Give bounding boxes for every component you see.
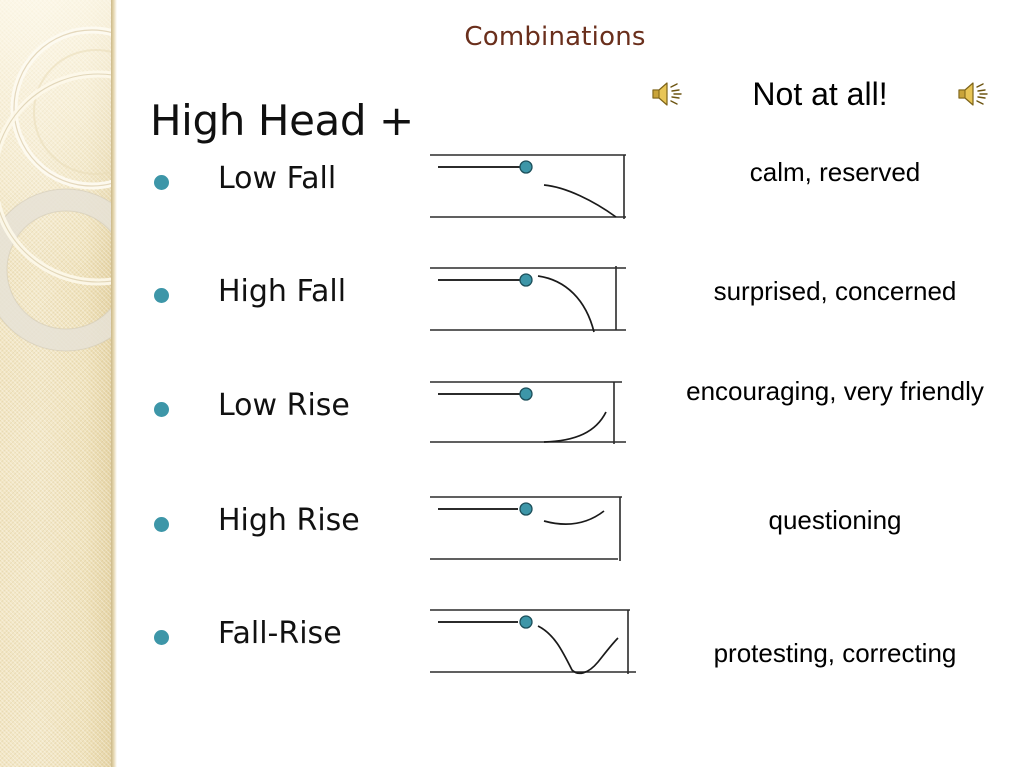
list-item-description: encouraging, very friendly: [686, 376, 984, 406]
bullet-dot: [154, 175, 169, 190]
page-title: Combinations: [464, 22, 646, 52]
list-item: High Fall surprised, concerned: [130, 248, 1020, 348]
list-item-label: Low Rise: [218, 388, 350, 423]
fall-rise-tonogram: [430, 609, 636, 675]
not-at-all-banner: Not at all!: [650, 68, 990, 120]
sidebar-edge-line: [111, 0, 117, 767]
list-item-description: protesting, correcting: [713, 638, 957, 668]
low-fall-tonogram: [430, 154, 626, 219]
bullet-dot: [154, 402, 169, 417]
list-item-description: calm, reserved: [749, 157, 921, 187]
banner-text: Not at all!: [752, 75, 888, 112]
list-item-label: High Rise: [218, 503, 360, 538]
low-rise-tonogram: [430, 381, 626, 444]
bullet-dot: [154, 630, 169, 645]
list-item: High Rise questioning: [130, 477, 1020, 577]
high-rise-tonogram: [430, 496, 622, 561]
list-item-label: Low Fall: [218, 161, 337, 196]
speaker-icon[interactable]: [650, 79, 684, 109]
high-fall-tonogram: [430, 266, 626, 333]
list-item: Low Rise encouraging, very friendly: [130, 362, 1020, 462]
bullet-dot: [154, 288, 169, 303]
speaker-icon[interactable]: [956, 79, 990, 109]
list-item-description: surprised, concerned: [713, 276, 957, 306]
bullet-dot: [154, 517, 169, 532]
list-item-label: Fall-Rise: [218, 616, 342, 651]
list-item-label: High Fall: [218, 274, 347, 309]
decorative-sidebar: [0, 0, 118, 767]
heading-high-head: High Head +: [150, 96, 414, 145]
list-item: Fall-Rise protesting, correcting: [130, 590, 1020, 690]
list-item: Low Fall calm, reserved: [130, 135, 1020, 235]
list-item-description: questioning: [768, 505, 902, 535]
sidebar-rings-decoration: [0, 26, 113, 352]
